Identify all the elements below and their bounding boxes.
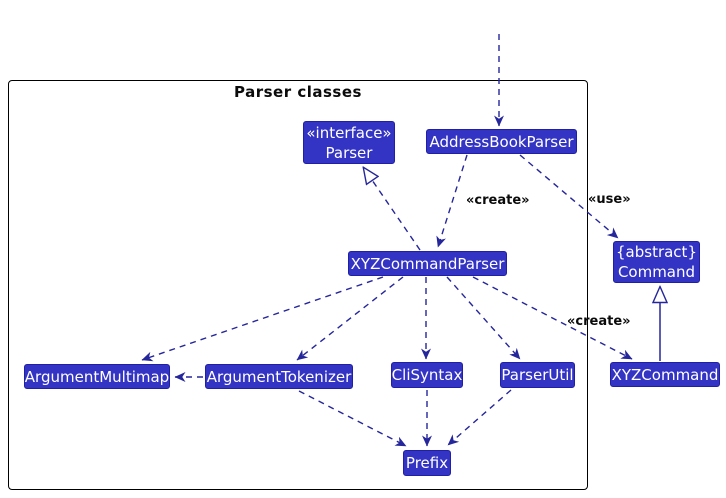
class-xyzcommand: XYZCommand	[610, 362, 720, 387]
edge-parserutil-to-prefix	[447, 389, 512, 446]
edge-argumenttokenizer-to-prefix	[298, 390, 407, 447]
class-parserutil: ParserUtil	[500, 362, 575, 388]
edge-xyzcommandparser-to-argumenttokenizer	[296, 276, 404, 361]
edge-xyzcommandparser-to-xyzcommand	[472, 276, 633, 360]
class-name: ParserUtil	[501, 366, 574, 384]
class-name: Parser	[325, 143, 373, 162]
class-addressbookparser: AddressBookParser	[426, 129, 577, 154]
class-xyzcommandparser: XYZCommandParser	[348, 251, 507, 276]
class-name: Command	[617, 263, 696, 281]
class-stereotype: «interface»	[306, 123, 392, 142]
edge-addressbookparser-to-xyzcommandparser	[436, 154, 468, 248]
edge-xyzcommandparser-to-argumentmultimap	[141, 276, 384, 362]
edge-xyzcommandparser-to-parserutil	[446, 276, 521, 360]
class-stereotype: {abstract}	[616, 243, 697, 261]
class-argumenttokenizer: ArgumentTokenizer	[205, 364, 353, 389]
package-frame	[8, 80, 588, 490]
class-parser-interface: «interface» Parser	[303, 121, 395, 164]
class-clisyntax: CliSyntax	[391, 362, 463, 388]
edge-xyzcommandparser-realizes-parser	[372, 180, 421, 251]
class-name: Prefix	[405, 454, 449, 472]
class-name: CliSyntax	[391, 366, 463, 384]
class-name: AddressBookParser	[429, 132, 574, 151]
class-name: XYZCommandParser	[350, 254, 505, 273]
class-name: ArgumentTokenizer	[206, 367, 352, 386]
class-argumentmultimap: ArgumentMultimap	[24, 364, 170, 389]
class-command-abstract: {abstract} Command	[613, 241, 700, 283]
class-prefix: Prefix	[403, 450, 451, 476]
package-frame-title: Parser classes	[234, 83, 362, 101]
class-name: ArgumentMultimap	[24, 367, 170, 386]
edge-label-use: «use»	[588, 192, 631, 207]
edge-label-create-bottom: «create»	[567, 314, 631, 329]
edge-label-create-top: «create»	[466, 193, 530, 208]
class-name: XYZCommand	[611, 365, 719, 384]
